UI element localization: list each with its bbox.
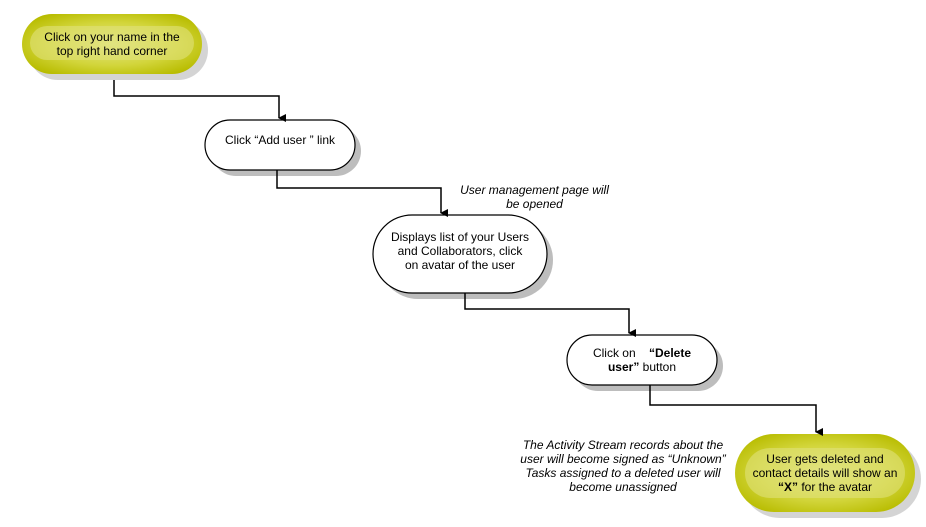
- add-user-process: [204, 119, 361, 176]
- delete-pre: Click on: [592, 346, 636, 360]
- list-line-3: on avatar of the user: [404, 258, 516, 272]
- note-user-management-line-2: be opened: [506, 197, 563, 211]
- start-line-2: top right hand corner: [56, 44, 168, 58]
- end-line-2: contact details will show an: [752, 466, 898, 480]
- connector-1: [113, 80, 286, 122]
- start-line-1: Click on your name in the: [44, 30, 180, 44]
- list-process: [372, 214, 553, 299]
- end-line-3: “X” for the avatar: [753, 480, 898, 494]
- connector-4: [649, 385, 823, 436]
- note-activity-line-2: user will become signed as “Unknown”: [520, 452, 726, 466]
- note-user-management: User management page will be opened: [452, 183, 617, 211]
- end-post: for the avatar: [797, 480, 873, 494]
- start-label: Click on your name in the top right hand…: [22, 14, 202, 74]
- end-label: User gets deleted and contact details wi…: [735, 434, 915, 512]
- add-user-label: Click “Add user ” link: [205, 120, 355, 160]
- delete-label: Click on “Delete user” button: [567, 335, 717, 385]
- delete-post: button: [639, 360, 677, 374]
- list-label: Displays list of your Users and Collabor…: [373, 215, 547, 287]
- start-terminal: [22, 14, 208, 80]
- note-activity-line-4: become unassigned: [569, 480, 677, 494]
- end-terminal: [735, 434, 921, 518]
- list-line-2: and Collaborators, click: [397, 244, 523, 258]
- delete-process: [566, 334, 723, 391]
- connector-2: [276, 170, 448, 217]
- note-activity-stream: The Activity Stream records about the us…: [508, 438, 738, 494]
- end-line-1: User gets deleted and: [766, 452, 884, 466]
- list-line-1: Displays list of your Users: [390, 230, 530, 244]
- delete-bold-2: user”: [607, 360, 640, 374]
- connector-3: [464, 293, 636, 337]
- delete-line-1: Click on “Delete: [593, 346, 691, 360]
- delete-line-2: user” button: [593, 360, 691, 374]
- add-user-text: Click “Add user ” link: [224, 133, 336, 147]
- delete-bold-1: “Delete: [649, 346, 692, 360]
- note-activity-line-1: The Activity Stream records about the: [522, 438, 724, 452]
- note-activity-line-3: Tasks assigned to a deleted user will: [525, 466, 721, 480]
- note-user-management-line-1: User management page will: [460, 183, 609, 197]
- end-bold: “X”: [777, 480, 798, 494]
